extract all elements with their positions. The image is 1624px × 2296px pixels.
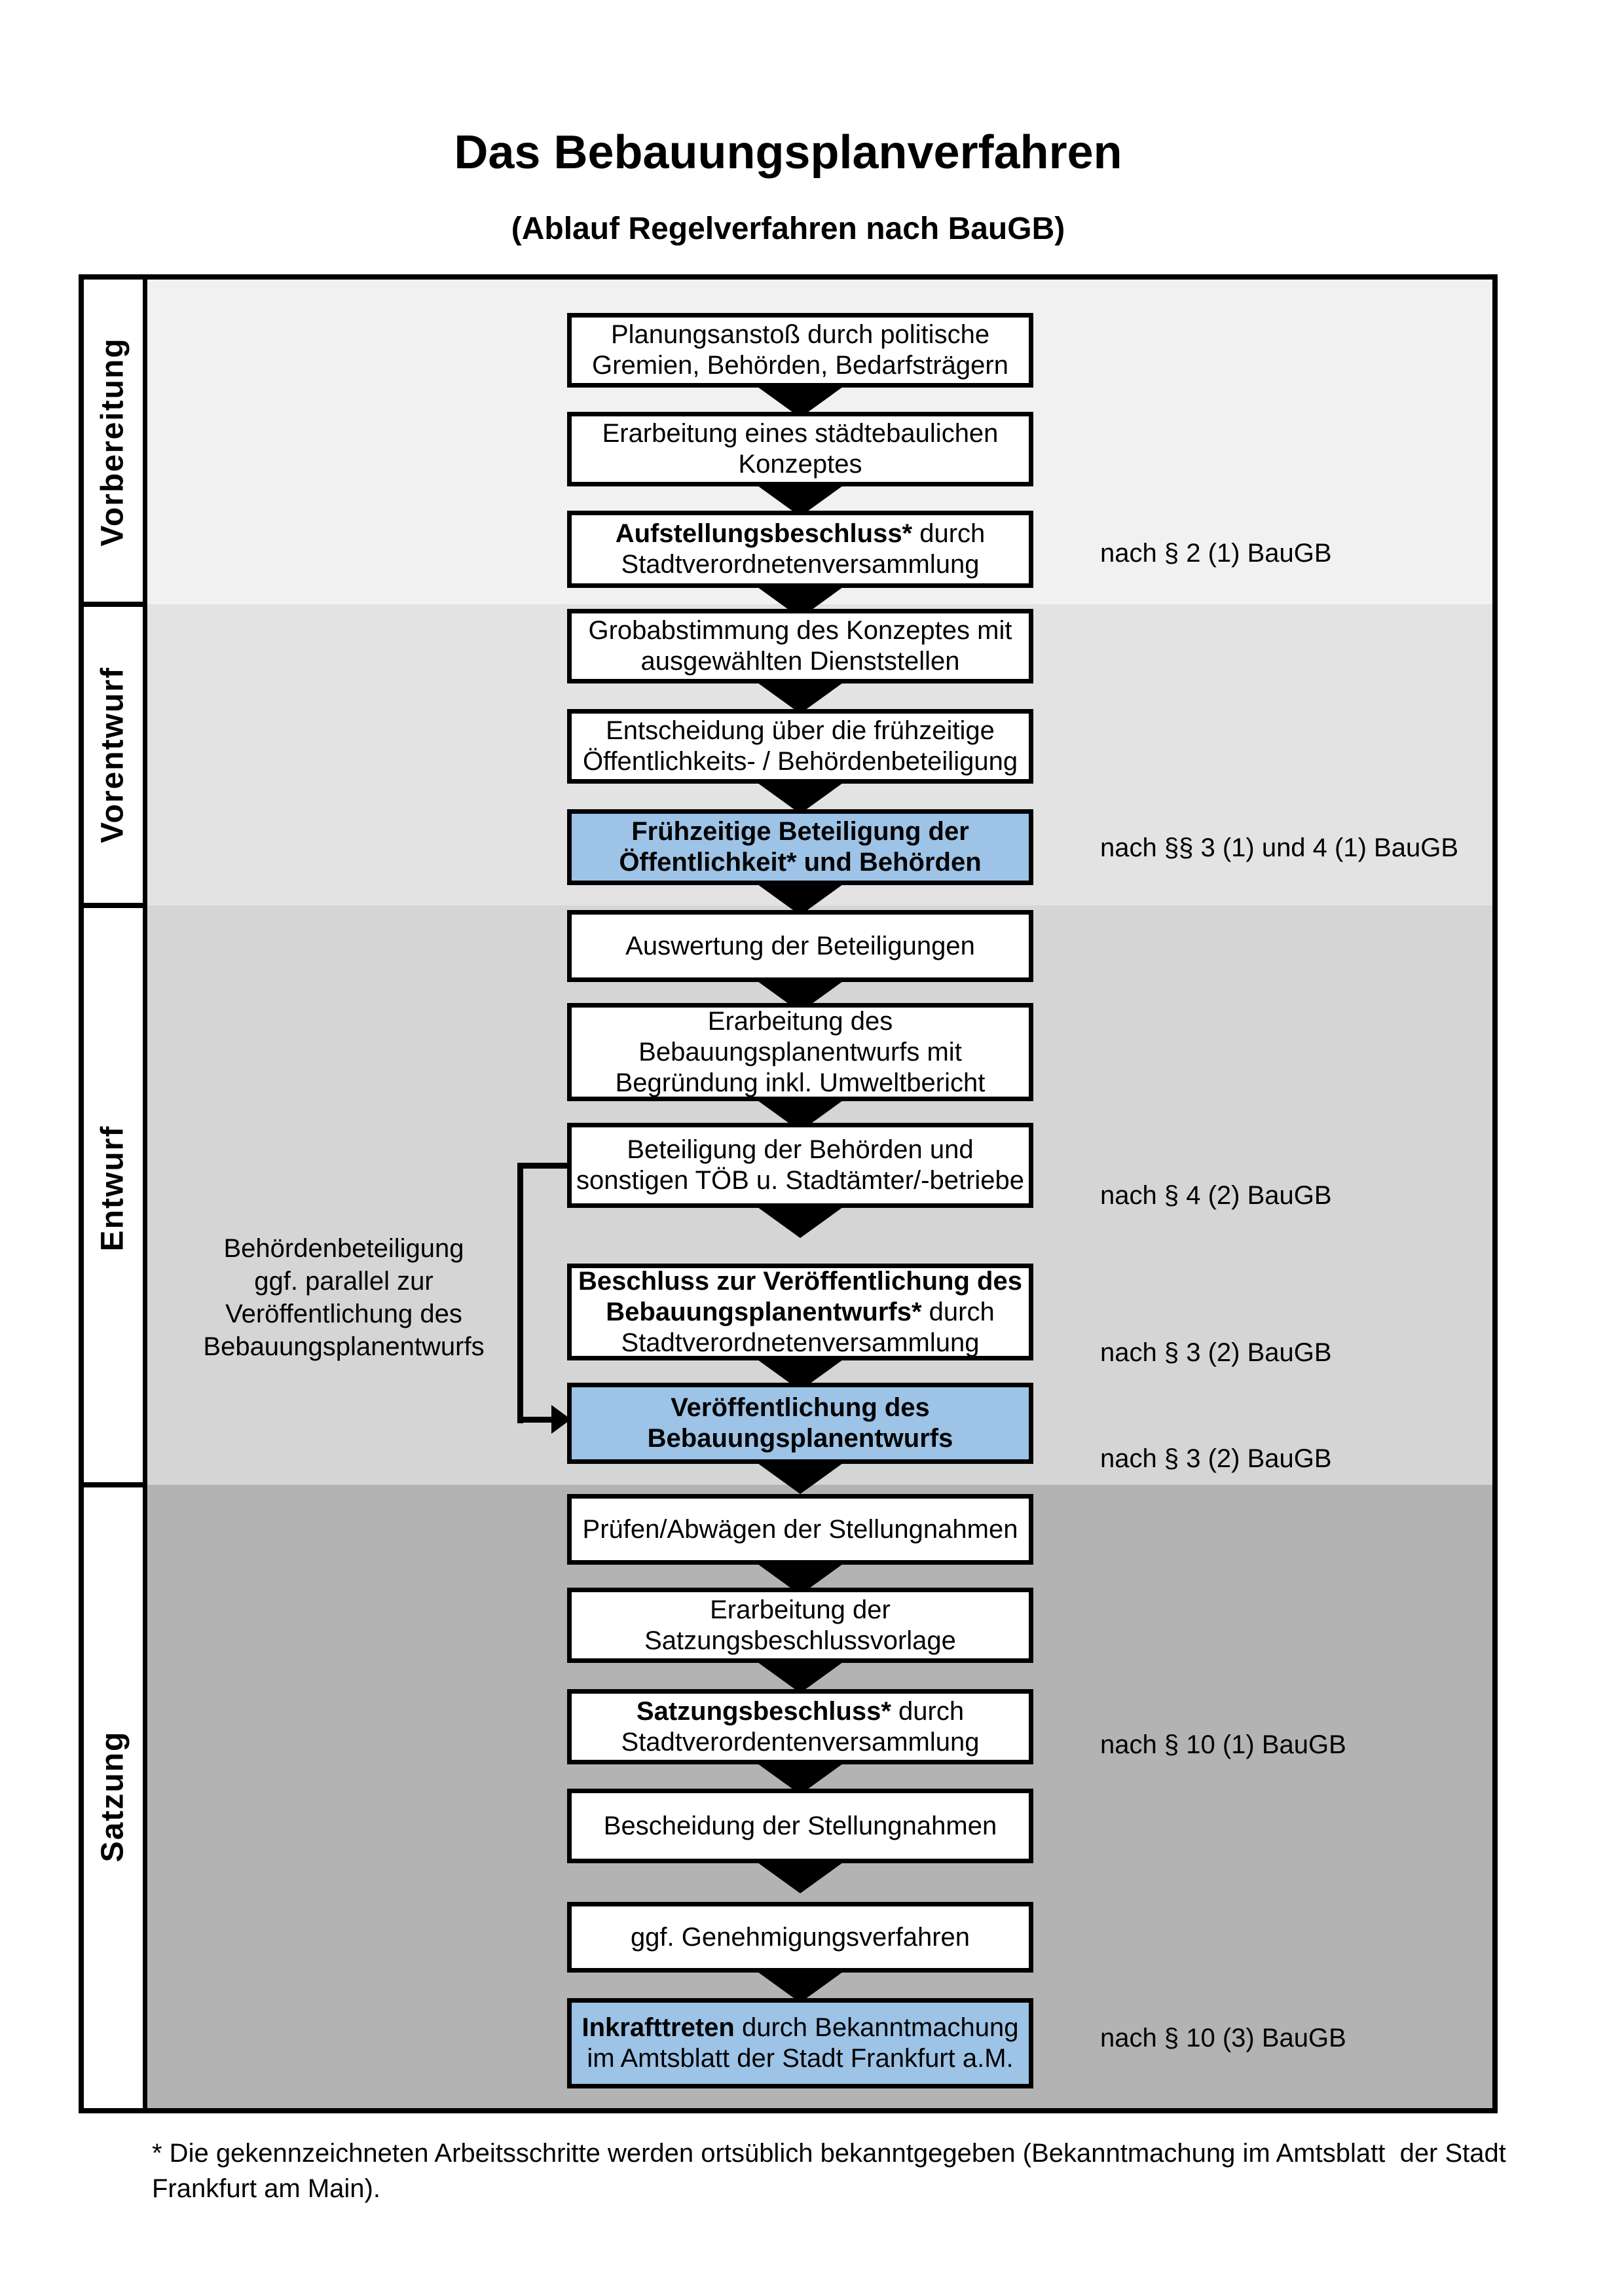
flow-step-grobabstimmung: Grobabstimmung des Konzeptes mit ausgewä… bbox=[567, 609, 1033, 683]
flow-arrow-down-icon bbox=[758, 683, 843, 714]
connector-line bbox=[517, 1417, 557, 1423]
flow-arrow-down-icon bbox=[758, 1207, 843, 1238]
flow-step-inkrafttreten: Inkrafttreten durch Bekanntmachung im Am… bbox=[567, 1998, 1033, 2088]
connector-line bbox=[517, 1163, 523, 1423]
phase-label-column bbox=[84, 280, 143, 2108]
page-title: Das Bebauungsplanverfahren bbox=[454, 126, 1122, 179]
page-subtitle: (Ablauf Regelverfahren nach BauGB) bbox=[511, 211, 1065, 246]
law-ref-veroeffentlichung-entwurf: nach § 3 (2) BauGB bbox=[1100, 1444, 1332, 1473]
flow-step-genehmigungsverfahren: ggf. Genehmigungsverfahren bbox=[567, 1902, 1033, 1973]
flow-step-satzungsbeschluss: Satzungsbeschluss* durch Stadtverordente… bbox=[567, 1689, 1033, 1764]
connector-line bbox=[517, 1163, 570, 1169]
flow-arrow-down-icon bbox=[758, 783, 843, 814]
flow-step-auswertung: Auswertung der Beteiligungen bbox=[567, 910, 1033, 982]
footnote: * Die gekennzeichneten Arbeitsschritte w… bbox=[152, 2139, 1514, 2203]
flow-step-beschluss-veroeffentlichung: Beschluss zur Veröffentlichung des Bebau… bbox=[567, 1264, 1033, 1360]
side-note-parallel-beteiligung: Behördenbeteiligung ggf. parallel zur Ve… bbox=[203, 1234, 485, 1361]
law-ref-beteiligung-behoerden: nach § 4 (2) BauGB bbox=[1100, 1181, 1332, 1210]
phase-column-divider bbox=[143, 280, 147, 2108]
law-ref-satzungsbeschluss: nach § 10 (1) BauGB bbox=[1100, 1730, 1346, 1759]
flow-step-veroeffentlichung-entwurf: Veröffentlichung des Bebauungsplanentwur… bbox=[567, 1383, 1033, 1464]
law-ref-aufstellungsbeschluss: nach § 2 (1) BauGB bbox=[1100, 539, 1332, 568]
flow-step-erarbeitung-entwurf: Erarbeitung des Bebauungsplanentwurfs mi… bbox=[567, 1003, 1033, 1101]
phase-divider-line bbox=[84, 602, 147, 607]
flow-step-beteiligung-behoerden: Beteiligung der Behörden und sonstigen T… bbox=[567, 1123, 1033, 1208]
flow-step-bescheidung: Bescheidung der Stellungnahmen bbox=[567, 1789, 1033, 1863]
flow-step-staedtebauliches-konzept: Erarbeitung eines städtebaulichen Konzep… bbox=[567, 412, 1033, 486]
flow-step-planungsanstoss: Planungsanstoß durch politische Gremien,… bbox=[567, 313, 1033, 388]
phase-divider-line bbox=[84, 1482, 147, 1487]
law-ref-beschluss-veroeffentlichung: nach § 3 (2) BauGB bbox=[1100, 1338, 1332, 1367]
flow-step-entscheidung-beteiligung: Entscheidung über die frühzeitige Öffent… bbox=[567, 709, 1033, 784]
flow-arrow-down-icon bbox=[758, 1662, 843, 1693]
flow-arrow-down-icon bbox=[758, 1863, 843, 1893]
law-ref-inkrafttreten: nach § 10 (3) BauGB bbox=[1100, 2024, 1346, 2052]
flow-step-fruehzeitige-beteiligung: Frühzeitige Beteiligung der Öffentlichke… bbox=[567, 809, 1033, 885]
flow-step-pruefen-abwaegen: Prüfen/Abwägen der Stellungnahmen bbox=[567, 1494, 1033, 1565]
flow-arrow-down-icon bbox=[758, 1972, 843, 2003]
flow-step-satzungsbeschlussvorlage: Erarbeitung der Satzungsbeschlussvorlage bbox=[567, 1588, 1033, 1663]
process-frame bbox=[79, 274, 1498, 2113]
phase-divider-line bbox=[84, 903, 147, 908]
law-ref-fruehzeitige-beteiligung: nach §§ 3 (1) und 4 (1) BauGB bbox=[1100, 833, 1458, 862]
flow-arrow-down-icon bbox=[758, 1463, 843, 1494]
flow-step-aufstellungsbeschluss: Aufstellungsbeschluss* durch Stadtverord… bbox=[567, 511, 1033, 588]
